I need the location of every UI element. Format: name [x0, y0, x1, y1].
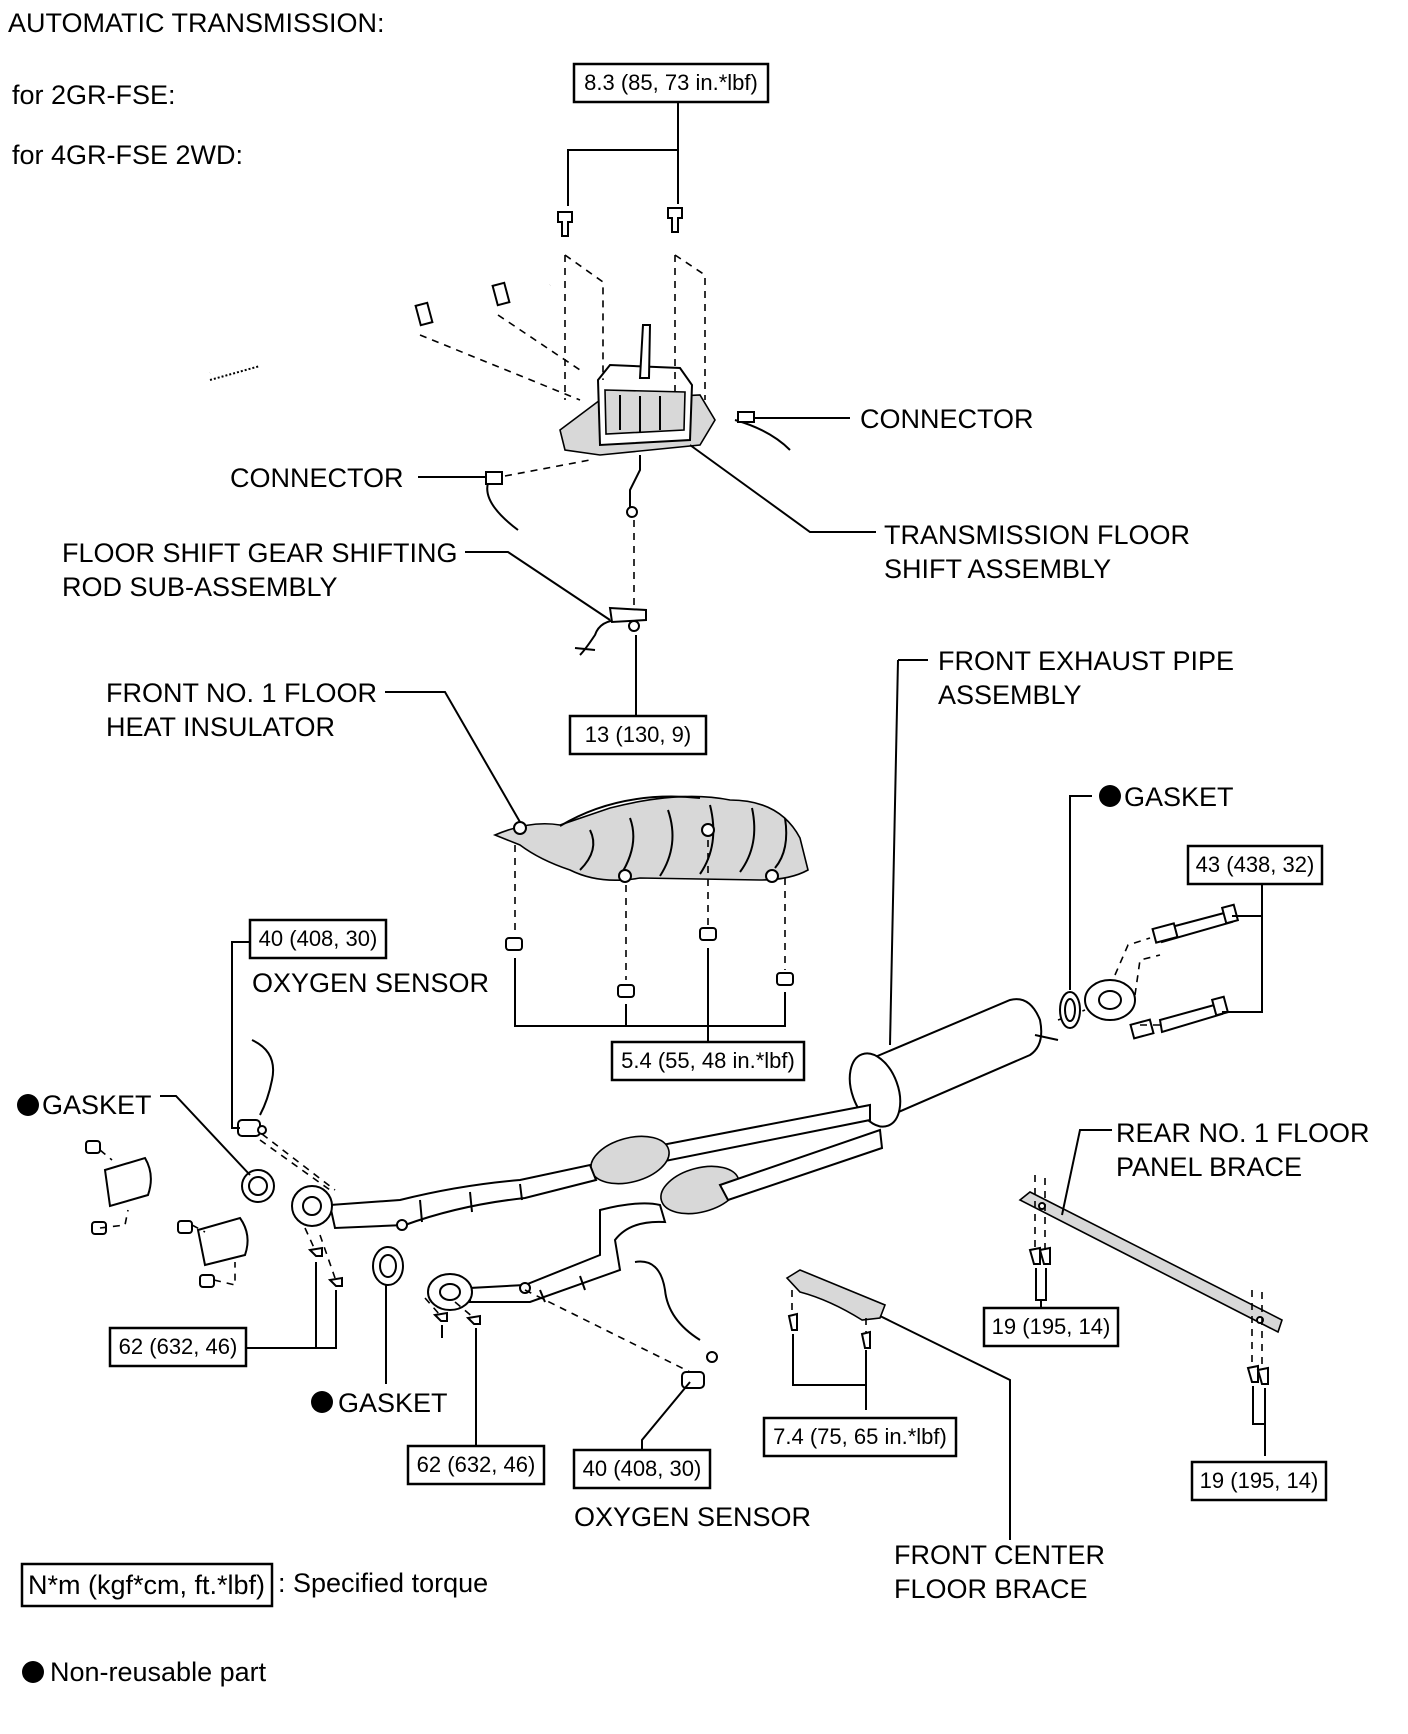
label-gasket-right: GASKET	[1124, 782, 1234, 812]
torque-box-manifold-left: 62 (632, 46)	[108, 1326, 248, 1368]
label-rear-brace-2: PANEL BRACE	[1116, 1152, 1302, 1182]
torque-value: 19 (195, 14)	[1200, 1468, 1319, 1493]
torque-value: 40 (408, 30)	[259, 926, 378, 951]
label-center-brace-2: FLOOR BRACE	[894, 1574, 1088, 1604]
rear-no1-floor-panel-brace-part	[1018, 1191, 1283, 1385]
label-exhaust-1: FRONT EXHAUST PIPE	[938, 646, 1234, 676]
label-connector-right: CONNECTOR	[860, 404, 1034, 434]
shift-cable	[209, 281, 551, 381]
label-exhaust-2: ASSEMBLY	[938, 680, 1082, 710]
torque-box-exhaust-flange: 43 (438, 32)	[1186, 844, 1324, 886]
front-center-floor-brace-part	[785, 1269, 887, 1349]
front-exhaust-pipe-assembly	[291, 998, 1059, 1311]
oxygen-sensor-lower-part	[634, 1260, 718, 1389]
gasket-left-part	[241, 1169, 275, 1203]
label-transmission-floor-1: TRANSMISSION FLOOR	[884, 520, 1190, 550]
torque-box-shift-bolts: 8.3 (85, 73 in.*lbf)	[572, 62, 770, 104]
label-oxygen-upper: OXYGEN SENSOR	[252, 968, 489, 998]
manifold-bolts-left	[307, 1246, 343, 1287]
torque-box-manifold-right: 62 (632, 46)	[406, 1444, 546, 1486]
nonreusable-dot-icon	[22, 1661, 44, 1683]
torque-value: 13 (130, 9)	[585, 722, 691, 747]
torque-value: 19 (195, 14)	[992, 1314, 1111, 1339]
exhaust-flange-bolts	[1129, 903, 1240, 1040]
exhaust-rear-flange	[1057, 937, 1161, 1021]
label-transmission-floor-2: SHIFT ASSEMBLY	[884, 554, 1111, 584]
torque-value: 62 (632, 46)	[119, 1334, 238, 1359]
connector-left-part	[485, 471, 519, 531]
transmission-floor-shift-assembly	[559, 324, 716, 518]
label-insulator-1: FRONT NO. 1 FLOOR	[106, 678, 377, 708]
legend-torque-unit: N*m (kgf*cm, ft.*lbf)	[28, 1570, 265, 1600]
manifold-heat-shields	[85, 1140, 249, 1288]
legend-torque-desc: : Specified torque	[278, 1568, 488, 1598]
torque-value: 7.4 (75, 65 in.*lbf)	[773, 1424, 947, 1449]
torque-box-rear-brace-right: 19 (195, 14)	[1190, 1460, 1328, 1502]
label-shift-rod-1: FLOOR SHIFT GEAR SHIFTING	[62, 538, 458, 568]
torque-value: 62 (632, 46)	[417, 1452, 536, 1477]
legend-nonreusable-text: Non-reusable part	[50, 1657, 267, 1687]
label-connector-left: CONNECTOR	[230, 463, 404, 493]
gasket-bottom-part	[372, 1246, 404, 1286]
insulator-nuts	[505, 927, 794, 998]
engine-variant-2: for 4GR-FSE 2WD:	[12, 140, 243, 170]
front-no1-floor-heat-insulator	[492, 795, 809, 883]
label-gasket-left: GASKET	[42, 1090, 152, 1120]
label-rear-brace-1: REAR NO. 1 FLOOR	[1116, 1118, 1370, 1148]
nonreusable-dot-icon	[311, 1391, 333, 1413]
label-gasket-bottom: GASKET	[338, 1388, 448, 1418]
oxygen-sensor-upper-part	[237, 1039, 274, 1137]
legend-torque: N*m (kgf*cm, ft.*lbf) : Specified torque	[20, 1562, 488, 1608]
torque-value: 43 (438, 32)	[1196, 852, 1315, 877]
nonreusable-dot-icon	[1099, 785, 1121, 807]
label-oxygen-lower: OXYGEN SENSOR	[574, 1502, 811, 1532]
nonreusable-dot-icon	[17, 1094, 39, 1116]
floor-shift-gear-shifting-rod	[574, 606, 647, 656]
manifold-bolts-right	[432, 1311, 481, 1325]
label-insulator-2: HEAT INSULATOR	[106, 712, 335, 742]
torque-box-oxygen-upper: 40 (408, 30)	[248, 918, 388, 960]
shift-bolts	[557, 207, 683, 237]
label-center-brace-1: FRONT CENTER	[894, 1540, 1105, 1570]
torque-value: 40 (408, 30)	[583, 1456, 702, 1481]
torque-box-oxygen-lower: 40 (408, 30)	[572, 1448, 712, 1490]
torque-box-center-brace: 7.4 (75, 65 in.*lbf)	[762, 1416, 958, 1458]
torque-value: 5.4 (55, 48 in.*lbf)	[621, 1048, 795, 1073]
torque-box-rear-brace-left: 19 (195, 14)	[982, 1306, 1120, 1348]
torque-box-insulator: 5.4 (55, 48 in.*lbf)	[610, 1040, 806, 1082]
diagram-title: AUTOMATIC TRANSMISSION:	[8, 8, 385, 38]
engine-variant-1: for 2GR-FSE:	[12, 80, 176, 110]
torque-box-rod-nut: 13 (130, 9)	[568, 714, 708, 756]
torque-value: 8.3 (85, 73 in.*lbf)	[584, 70, 758, 95]
gasket-right-part	[1059, 991, 1081, 1029]
label-shift-rod-2: ROD SUB-ASSEMBLY	[62, 572, 338, 602]
legend-nonreusable: Non-reusable part	[22, 1657, 267, 1687]
